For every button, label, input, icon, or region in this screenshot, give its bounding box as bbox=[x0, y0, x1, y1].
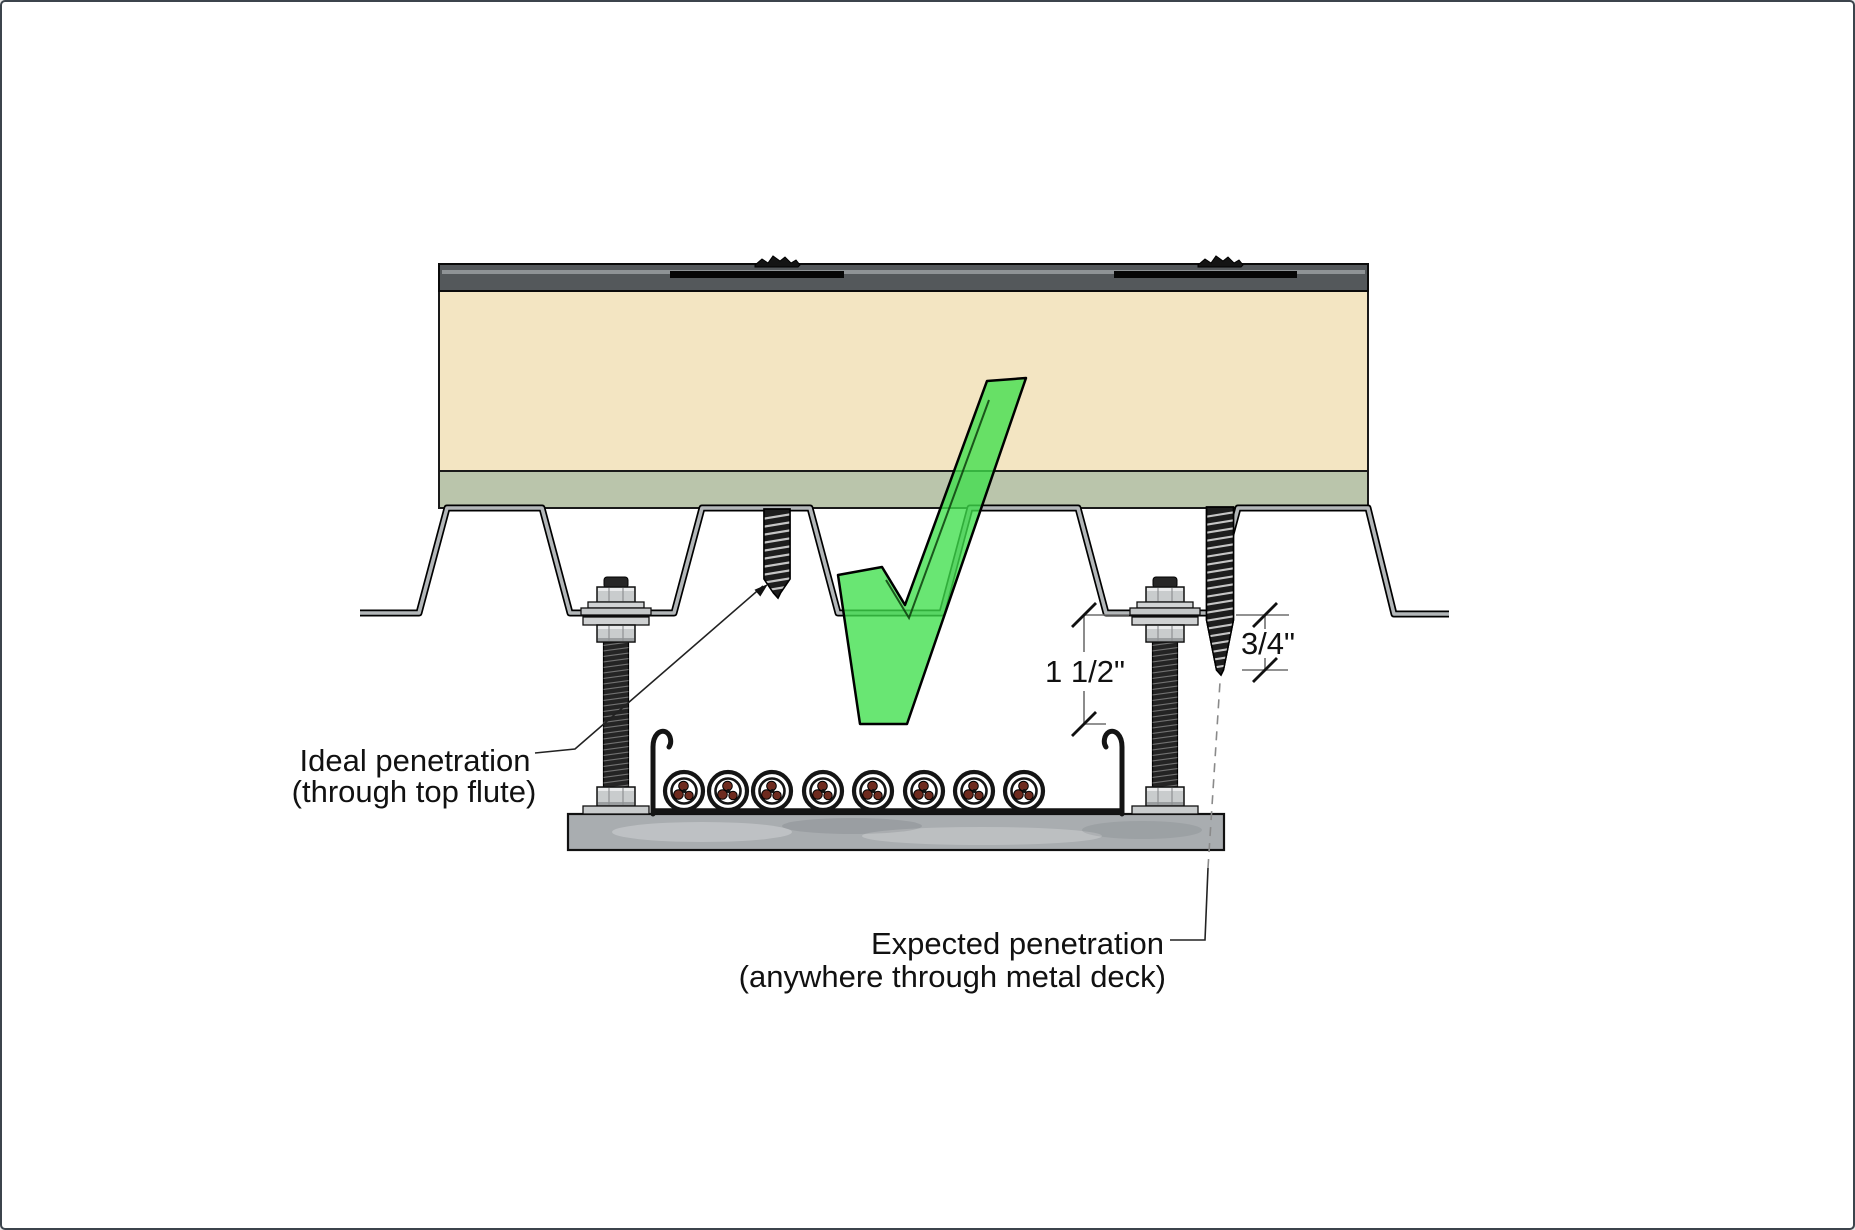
threaded-rod-right bbox=[1129, 576, 1201, 815]
ideal-penetration-label: Ideal penetration (through top flute) bbox=[292, 584, 768, 809]
membrane-layer bbox=[438, 255, 1369, 292]
checkmark-icon bbox=[836, 376, 1028, 726]
j-hook-left bbox=[650, 728, 674, 817]
expected-penetration-label: Expected penetration (anywhere through m… bbox=[739, 681, 1221, 994]
threaded-rod-left bbox=[580, 576, 652, 815]
fastener-head-bump-left bbox=[754, 255, 801, 268]
leader-arrowhead bbox=[754, 584, 768, 597]
ideal-penetration-line2: (through top flute) bbox=[292, 774, 537, 809]
conduit-row bbox=[662, 769, 1046, 813]
conduit-circle bbox=[662, 769, 706, 813]
j-hook-right bbox=[1101, 728, 1125, 817]
conduit-circle bbox=[706, 769, 750, 813]
ideal-penetration-line1: Ideal penetration bbox=[300, 743, 531, 778]
concrete-slab bbox=[566, 812, 1226, 852]
expected-penetration-line1: Expected penetration bbox=[871, 926, 1164, 961]
tapping-screw-expected bbox=[1205, 506, 1235, 677]
dimension-text-3-4: 3/4" bbox=[1241, 626, 1295, 661]
conduit-circle bbox=[902, 769, 946, 813]
conduit-circle bbox=[851, 769, 895, 813]
metal-deck bbox=[360, 504, 1449, 618]
fastener-bar-left bbox=[670, 271, 844, 278]
conduit-circle bbox=[1002, 769, 1046, 813]
dimension-screw-tip: 3/4" bbox=[1236, 602, 1295, 683]
tapping-screws bbox=[763, 506, 1235, 677]
coverboard-layer bbox=[438, 470, 1369, 509]
dimension-deck-clearance: 1 1/2" bbox=[1045, 602, 1129, 737]
fastener-head-bump-right bbox=[1197, 255, 1244, 268]
expected-penetration-line2: (anywhere through metal deck) bbox=[739, 959, 1166, 994]
hanger-rod-assemblies bbox=[580, 576, 1201, 815]
conduit-circle bbox=[952, 769, 996, 813]
conduit-circle bbox=[801, 769, 845, 813]
insulation-layer bbox=[438, 289, 1369, 472]
roof-assembly bbox=[438, 255, 1369, 509]
dimension-text-1-1-2: 1 1/2" bbox=[1045, 654, 1125, 689]
fastener-bar-right bbox=[1114, 271, 1297, 278]
conduit-circle bbox=[750, 769, 794, 813]
cable-tray bbox=[650, 728, 1125, 817]
